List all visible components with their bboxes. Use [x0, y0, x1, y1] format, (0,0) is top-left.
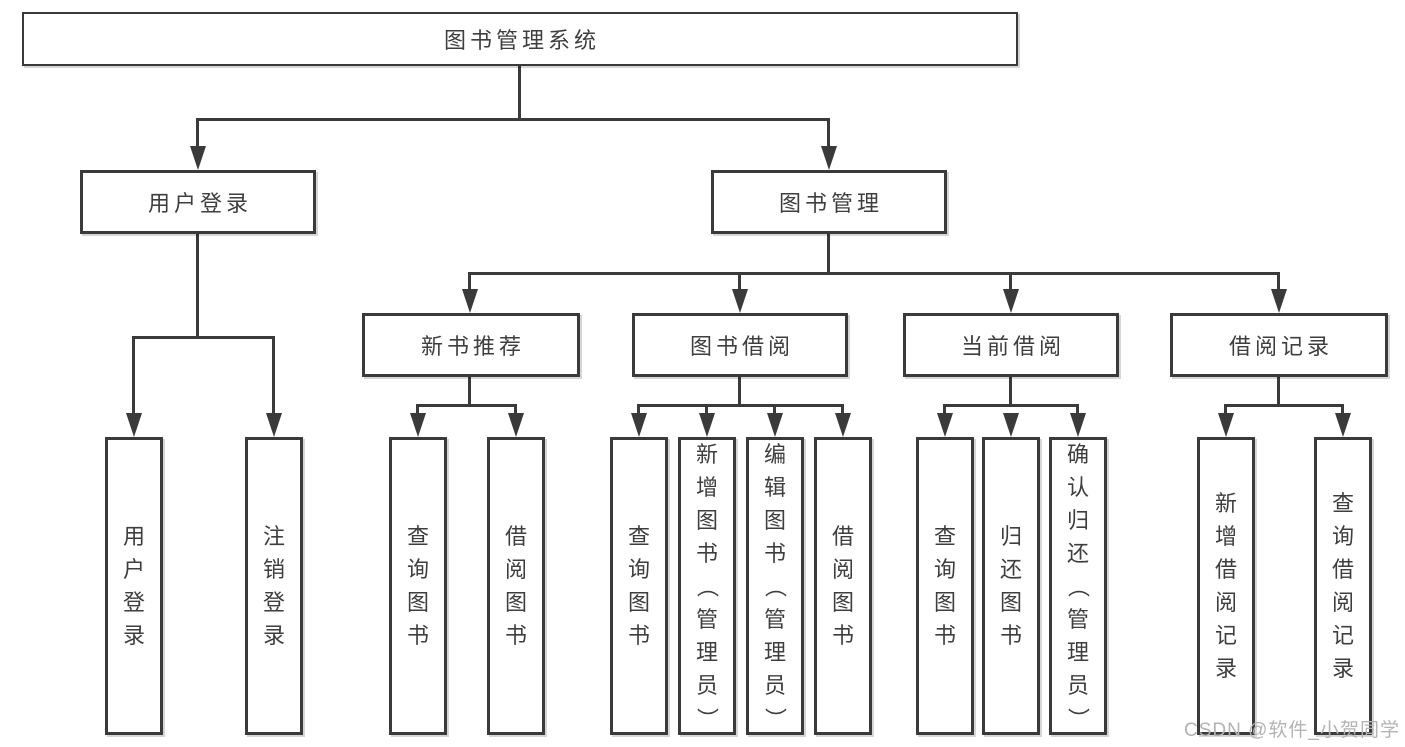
leaf-confirm-return-admin: 确认归还（管理员）: [1049, 437, 1107, 735]
node-borrow-records-label: 借阅记录: [1228, 334, 1333, 359]
leaf-query-books-borrow: 查询图书: [610, 437, 668, 735]
connector-line: [196, 118, 830, 121]
arrow-down-icon: [410, 413, 426, 437]
leaf-confirm-return-admin-label: 确认归还（管理员）: [1065, 441, 1091, 730]
arrow-down-icon: [1218, 413, 1234, 437]
connector-line: [132, 336, 275, 339]
node-new-book-recommend: 新书推荐: [362, 313, 580, 377]
connector-line: [272, 337, 275, 417]
connector-line: [1224, 405, 1227, 419]
leaf-add-borrow-record-label: 新增借阅记录: [1214, 491, 1237, 681]
leaf-edit-book-admin: 编辑图书（管理员）: [746, 437, 804, 735]
leaf-add-borrow-record: 新增借阅记录: [1197, 437, 1255, 735]
leaf-query-books-current-label: 查询图书: [933, 524, 956, 648]
leaf-return-book-label: 归还图书: [999, 524, 1022, 648]
arrow-down-icon: [508, 413, 524, 437]
arrow-down-icon: [631, 413, 647, 437]
connector-line: [196, 234, 199, 339]
leaf-user-login-label: 用户登录: [122, 524, 145, 648]
leaf-query-borrow-record: 查询借阅记录: [1314, 437, 1372, 735]
arrow-down-icon: [767, 413, 783, 437]
connector-line: [841, 405, 844, 419]
connector-line: [1076, 405, 1079, 419]
arrow-down-icon: [699, 413, 715, 437]
connector-line: [1224, 404, 1344, 407]
connector-line: [943, 404, 1079, 407]
node-borrow-records: 借阅记录: [1170, 313, 1388, 377]
connector-line: [637, 404, 844, 407]
leaf-borrow-books: 借阅图书: [814, 437, 872, 735]
node-book-borrow: 图书借阅: [632, 313, 848, 377]
connector-line: [518, 66, 521, 121]
watermark: CSDN @软件_小贺同学: [1184, 720, 1400, 741]
node-root: 图书管理系统: [22, 12, 1018, 66]
arrow-down-icon: [126, 413, 142, 437]
connector-line: [943, 405, 946, 419]
node-user-login-label: 用户登录: [147, 191, 252, 216]
leaf-query-books-recommend-label: 查询图书: [406, 524, 429, 648]
arrow-down-icon: [821, 146, 837, 170]
leaf-borrow-books-recommend: 借阅图书: [487, 437, 545, 735]
connector-line: [1009, 273, 1012, 291]
leaf-user-login: 用户登录: [105, 437, 163, 735]
leaf-query-books-current: 查询图书: [916, 437, 974, 735]
arrow-down-icon: [1271, 289, 1287, 313]
node-user-login: 用户登录: [80, 170, 316, 234]
leaf-add-book-admin-label: 新增图书（管理员）: [694, 441, 720, 730]
leaf-query-borrow-record-label: 查询借阅记录: [1331, 491, 1354, 681]
leaf-return-book: 归还图书: [982, 437, 1040, 735]
node-book-management: 图书管理: [711, 170, 947, 234]
node-new-book-recommend-label: 新书推荐: [420, 334, 525, 359]
connector-line: [468, 273, 471, 291]
connector-line: [827, 119, 830, 151]
connector-line: [132, 337, 135, 417]
arrow-down-icon: [1003, 413, 1019, 437]
arrow-down-icon: [835, 413, 851, 437]
leaf-query-books-recommend: 查询图书: [389, 437, 447, 735]
connector-line: [738, 273, 741, 291]
connector-line: [468, 272, 1280, 275]
leaf-add-book-admin: 新增图书（管理员）: [678, 437, 736, 735]
leaf-logout-label: 注销登录: [262, 524, 285, 648]
connector-line: [1277, 273, 1280, 291]
arrow-down-icon: [1335, 413, 1351, 437]
connector-line: [196, 119, 199, 151]
arrow-down-icon: [732, 289, 748, 313]
connector-line: [827, 234, 830, 275]
connector-line: [514, 405, 517, 419]
node-book-borrow-label: 图书借阅: [689, 334, 794, 359]
arrow-down-icon: [937, 413, 953, 437]
connector-line: [738, 377, 741, 407]
node-root-label: 图书管理系统: [443, 28, 600, 53]
connector-line: [416, 404, 517, 407]
arrow-down-icon: [1070, 413, 1086, 437]
node-current-borrow-label: 当前借阅: [960, 334, 1065, 359]
node-current-borrow: 当前借阅: [903, 313, 1119, 377]
arrow-down-icon: [266, 413, 282, 437]
leaf-logout: 注销登录: [245, 437, 303, 735]
connector-line: [1009, 377, 1012, 407]
arrow-down-icon: [462, 289, 478, 313]
connector-line: [773, 405, 776, 419]
arrow-down-icon: [190, 146, 206, 170]
connector-line: [468, 377, 471, 407]
leaf-borrow-books-label: 借阅图书: [831, 524, 854, 648]
connector-line: [637, 405, 640, 419]
leaf-borrow-books-recommend-label: 借阅图书: [504, 524, 527, 648]
connector-line: [705, 405, 708, 419]
arrow-down-icon: [1003, 289, 1019, 313]
connector-line: [1341, 405, 1344, 419]
leaf-query-books-borrow-label: 查询图书: [627, 524, 650, 648]
connector-line: [416, 405, 419, 419]
node-book-management-label: 图书管理: [778, 191, 883, 216]
connector-line: [1277, 377, 1280, 407]
leaf-edit-book-admin-label: 编辑图书（管理员）: [762, 441, 788, 730]
